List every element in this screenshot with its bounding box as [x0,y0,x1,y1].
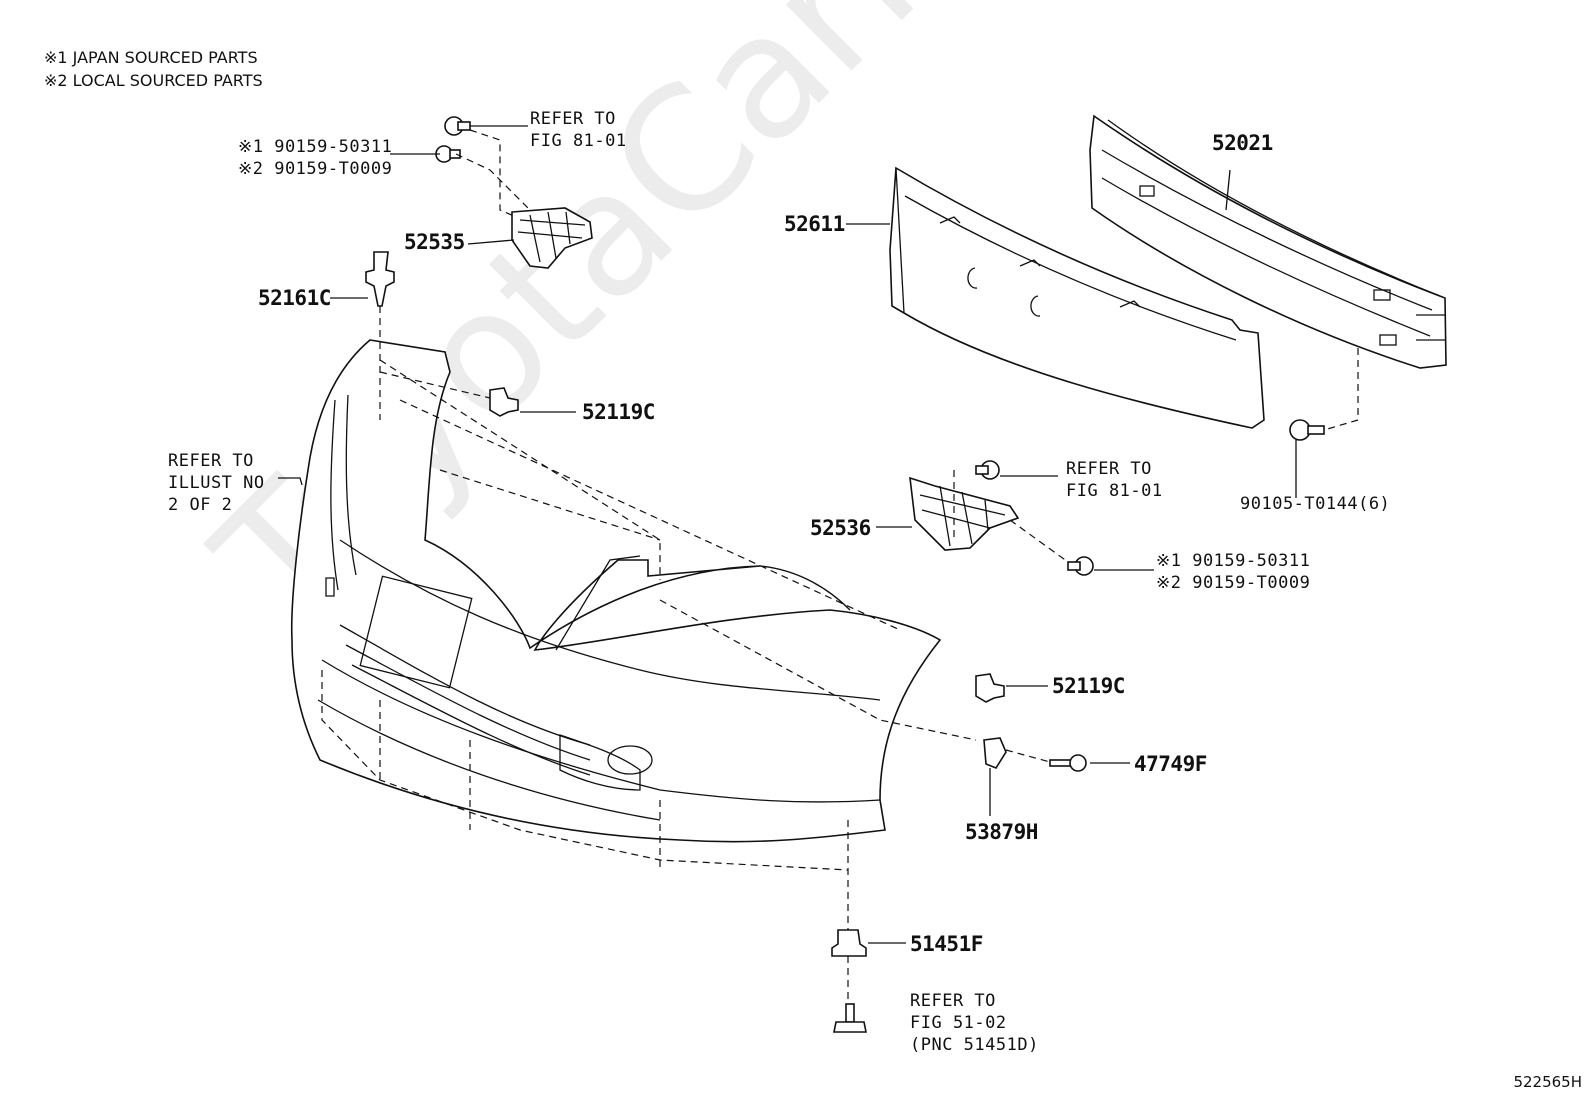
bolt-refer-8101-top[interactable] [444,116,471,136]
clip-52161c[interactable] [365,251,395,307]
clip-52119c-top[interactable] [489,387,519,417]
nut-51451f[interactable] [831,929,867,957]
callout-90105-t0144[interactable]: 90105-T0144(6) [1240,494,1391,514]
screw-47749f[interactable] [1049,754,1087,772]
bolt-refer-8101-mid[interactable] [975,460,1000,480]
front-bumper-cover[interactable] [290,339,942,843]
callout-52021[interactable]: 52021 [1212,131,1273,155]
callout-53879h[interactable]: 53879H [965,820,1038,844]
clip-90159-mid[interactable] [1067,556,1094,576]
bumper-reinforcement-52021[interactable] [1089,114,1447,369]
callout-51451f[interactable]: 51451F [910,932,983,956]
callout-52611[interactable]: 52611 [784,212,845,236]
callout-refer-fig-8101-mid[interactable]: REFER TO FIG 81-01 [1066,459,1163,501]
bumper-bracket-52535[interactable] [511,207,593,269]
callout-refer-fig-5102[interactable]: REFER TO FIG 51-02 (PNC 51451D) [910,991,1039,1055]
callout-clip-90159-top[interactable]: ※1 90159-50311 ※2 90159-T0009 [238,137,393,179]
assembly-lines [321,129,1359,1004]
callout-52161c[interactable]: 52161C [258,286,331,310]
bumper-bracket-52536[interactable] [909,476,1020,551]
callout-refer-illust[interactable]: REFER TO ILLUST NO 2 OF 2 [168,451,265,515]
callout-52119c-top[interactable]: 52119C [582,400,655,424]
callout-refer-fig-8101-top[interactable]: REFER TO FIG 81-01 [530,109,627,151]
note-japan-sourced: ※1 JAPAN SOURCED PARTS [44,48,258,67]
note-local-sourced: ※2 LOCAL SOURCED PARTS [44,71,263,90]
callout-47749f[interactable]: 47749F [1134,752,1207,776]
retainer-53879h[interactable] [983,737,1007,769]
energy-absorber-52611[interactable] [889,166,1265,429]
bolt-90105[interactable] [1289,419,1325,441]
bolt-51451d[interactable] [833,1003,867,1033]
callout-52119c-bottom[interactable]: 52119C [1052,674,1125,698]
leader-lines [278,125,1297,944]
figure-id: 522565H [1513,1073,1582,1091]
callout-52535[interactable]: 52535 [404,230,465,254]
callout-52536[interactable]: 52536 [810,516,871,540]
callout-clip-90159-mid[interactable]: ※1 90159-50311 ※2 90159-T0009 [1156,551,1311,593]
clip-52119c-bottom[interactable] [975,673,1005,703]
